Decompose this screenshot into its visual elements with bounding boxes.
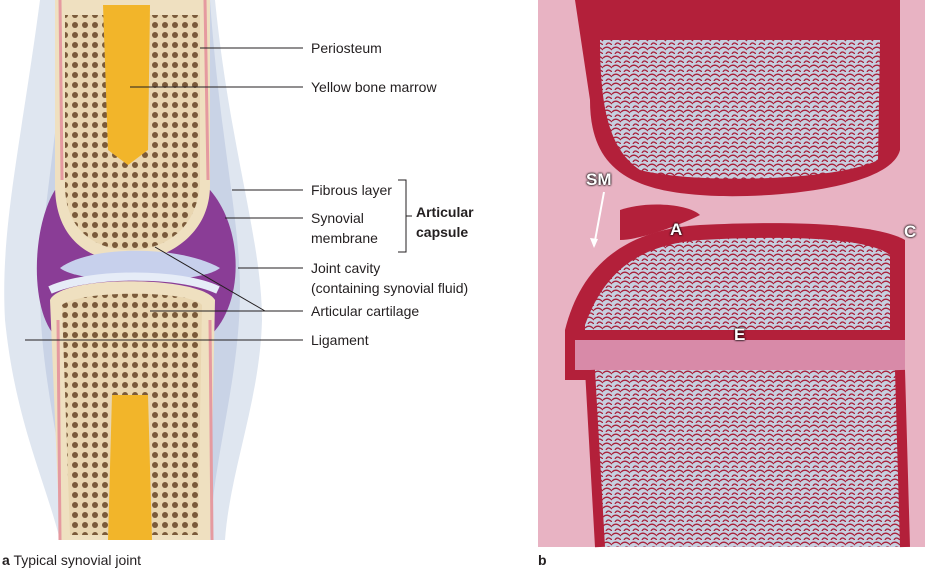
label-fibrous-layer: Fibrous layer — [311, 182, 392, 198]
caption-b-letter: b — [538, 552, 547, 568]
label-joint-cavity: Joint cavity — [311, 260, 381, 276]
marker-c: C — [904, 222, 917, 241]
caption-a: a Typical synovial joint — [2, 552, 141, 568]
label-articular: Articular — [416, 204, 474, 220]
marker-sm: SM — [586, 170, 612, 189]
yellow-bone-marrow-shape — [103, 5, 150, 165]
label-capsule: capsule — [416, 224, 469, 240]
marker-a: A — [670, 220, 683, 239]
caption-a-letter: a — [2, 552, 10, 568]
label-synovial: Synovial — [311, 210, 364, 226]
label-membrane: membrane — [311, 230, 378, 246]
histology-micrograph — [538, 0, 925, 548]
caption-a-text: Typical synovial joint — [13, 552, 142, 568]
label-ligament: Ligament — [311, 332, 369, 348]
label-synovial-fluid: (containing synovial fluid) — [311, 280, 469, 296]
label-articular-cartilage: Articular cartilage — [311, 303, 420, 319]
label-yellow-bone-marrow: Yellow bone marrow — [311, 79, 437, 95]
marker-e: E — [734, 325, 746, 344]
label-periosteum: Periosteum — [311, 40, 382, 56]
joint-cavity-shape — [60, 250, 220, 281]
